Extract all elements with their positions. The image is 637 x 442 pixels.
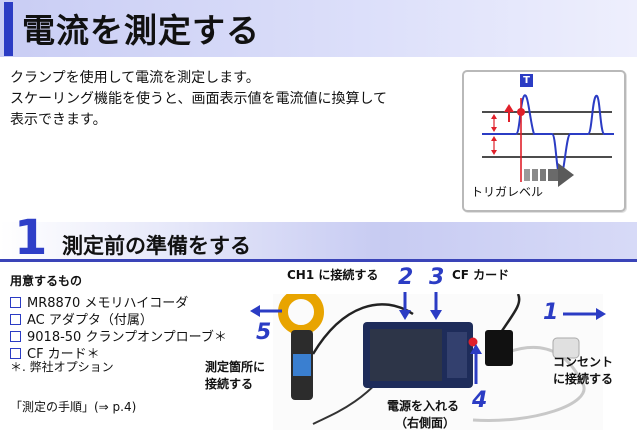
- footnote: ＊. 弊社オプション: [10, 360, 114, 374]
- checkbox-icon: [10, 348, 21, 359]
- measure-callout-2: 接続する: [205, 377, 254, 391]
- power-callout-2: （右側面）: [395, 416, 456, 430]
- arrow-right-icon: [596, 308, 606, 320]
- procedure-reference: 「測定の手順」(⇒ p.4): [10, 400, 137, 414]
- cf-callout: CF カード: [452, 268, 510, 282]
- outlet-callout-2: に接続する: [553, 372, 614, 386]
- list-item-label: AC アダプタ（付属）: [27, 313, 153, 328]
- arrow-left-icon: [250, 305, 260, 317]
- device-illustration: [278, 289, 586, 425]
- checkbox-icon: [10, 331, 21, 342]
- power-callout-1: 電源を入れる: [387, 399, 460, 413]
- section-number: 1: [14, 210, 48, 266]
- title-accent: [4, 2, 13, 56]
- list-item: AC アダプタ（付属）: [10, 309, 153, 328]
- list-item: CF カード＊: [10, 343, 100, 362]
- list-item: 9018-50 クランプオンプローブ＊: [10, 326, 227, 345]
- ch1-callout: CH1 に接続する: [287, 268, 379, 282]
- trigger-marker: T: [520, 74, 533, 87]
- list-item: MR8870 メモリハイコーダ: [10, 292, 188, 311]
- list-item-label: MR8870 メモリハイコーダ: [27, 296, 189, 311]
- trigger-diagram: [462, 70, 626, 212]
- checkbox-icon: [10, 297, 21, 308]
- intro-line-1: クランプを使用して電流を測定します。: [10, 70, 260, 86]
- measure-callout-1: 測定箇所に: [205, 360, 266, 374]
- arrow-down-icon: [430, 310, 442, 320]
- waveform-graphic: [482, 94, 614, 187]
- list-item-label: 9018-50 クランプオンプローブ＊: [27, 330, 227, 345]
- section-underline: [0, 259, 637, 262]
- trigger-level-label: トリガレベル: [471, 185, 544, 199]
- section-title: 測定前の準備をする: [62, 234, 251, 258]
- intro-line-3: 表示できます。: [10, 112, 107, 128]
- items-heading: 用意するもの: [10, 274, 83, 288]
- page-title: 電流を測定する: [22, 11, 260, 50]
- step-number-3: 3: [429, 265, 445, 290]
- step-number-2: 2: [398, 265, 414, 290]
- arrow-down-icon: [399, 310, 411, 320]
- outlet-callout-1: コンセント: [553, 355, 614, 369]
- title-bar: [0, 0, 637, 57]
- section-heading-bar: [0, 222, 637, 262]
- step-number-1: 1: [543, 300, 559, 325]
- step-number-4: 4: [472, 388, 488, 413]
- checkbox-icon: [10, 314, 21, 325]
- step-number-5: 5: [256, 320, 272, 345]
- list-item-label: CF カード＊: [27, 347, 100, 362]
- arrow-up-icon: [470, 344, 482, 354]
- intro-line-2: スケーリング機能を使うと、画面表示値を電流値に換算して: [10, 91, 388, 107]
